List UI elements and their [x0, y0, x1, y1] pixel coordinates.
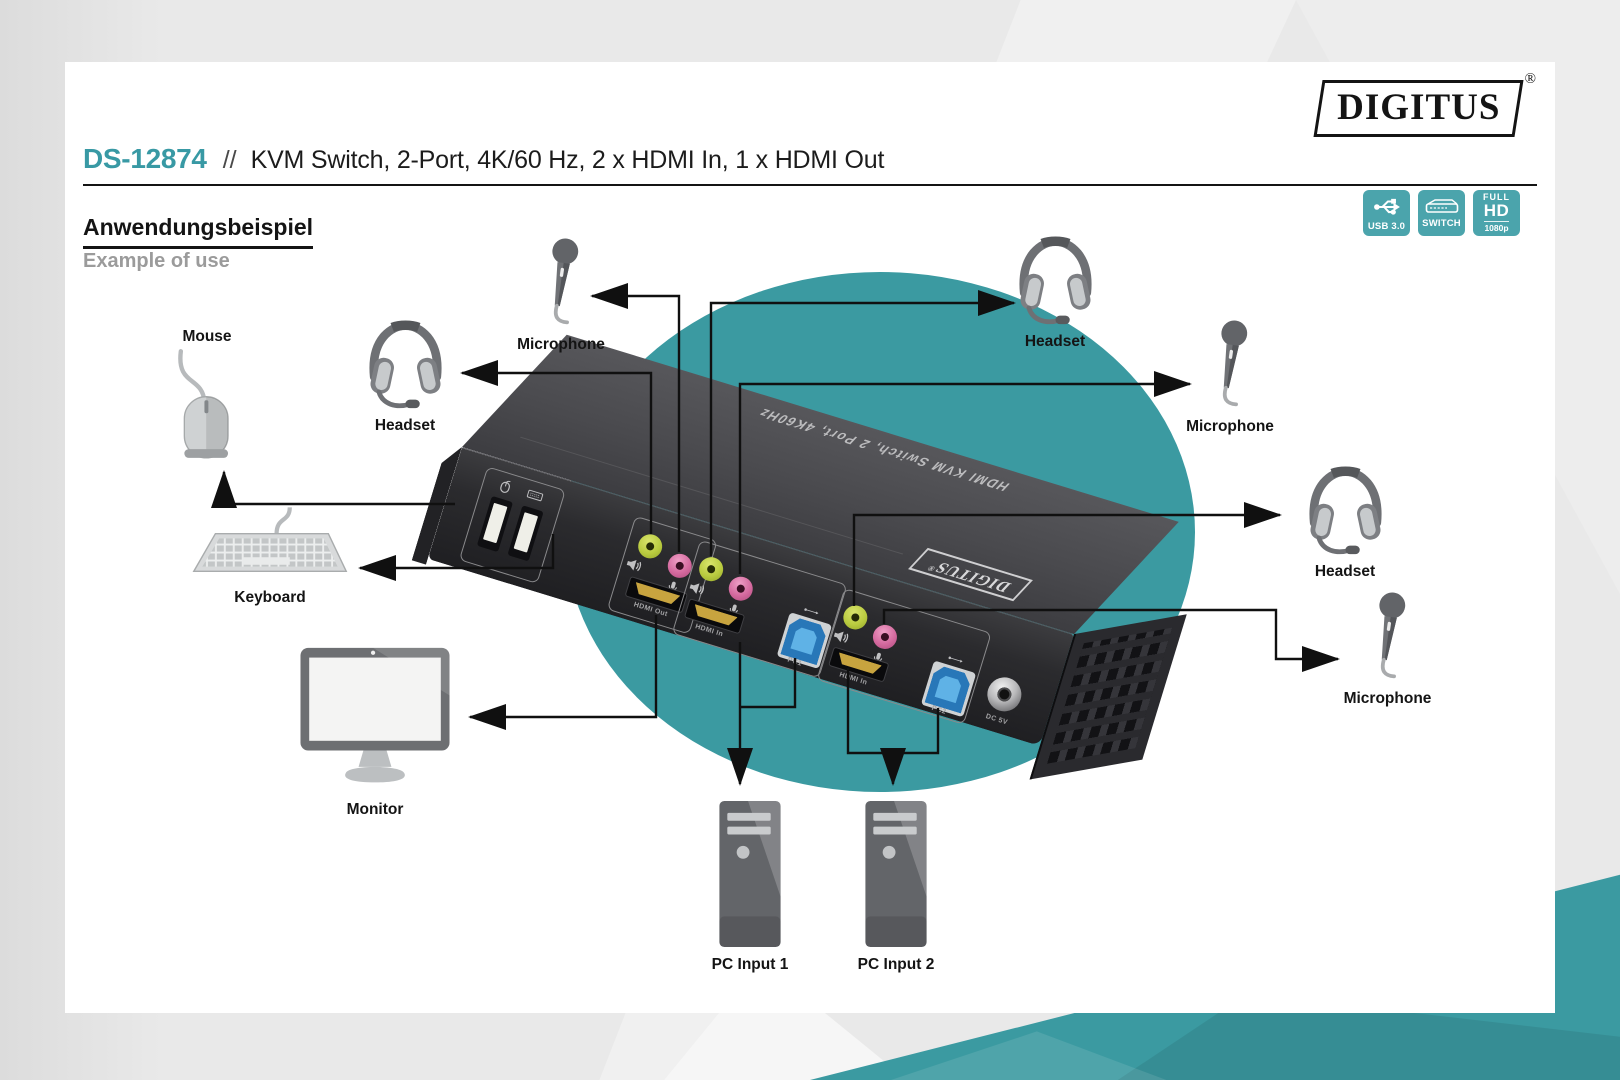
- section-heading-de: Anwendungsbeispiel: [83, 214, 314, 249]
- pc1-ports: HDMI In PC1: [671, 539, 848, 679]
- peripheral-microphone-right: Microphone: [1175, 318, 1285, 436]
- keyboard-icon: [192, 507, 348, 573]
- usb-mini-icon: [804, 608, 819, 615]
- title-separator: //: [222, 146, 237, 174]
- headset-right-label: Headset: [1314, 563, 1376, 580]
- peripheral-headset-left: Headset: [350, 316, 460, 435]
- badge-fullhd-line3: 1080p: [1484, 221, 1509, 234]
- console-av-ports: HDMI Out: [606, 515, 718, 635]
- feature-badges: USB 3.0 SWITCH FULL HD 1080p: [1363, 190, 1520, 236]
- title-bar: DS-12874 // KVM Switch, 2-Port, 4K/60 Hz…: [83, 143, 884, 175]
- console-usb-ports: [458, 466, 566, 584]
- usb-a-port-keyboard: [507, 505, 544, 562]
- pc-tower-icon: [864, 800, 928, 948]
- audio-out-jack-pc1: [696, 554, 727, 585]
- usb-a-port-mouse: [476, 495, 514, 553]
- pc-input-2-label: PC Input 2: [857, 956, 935, 973]
- badge-fullhd: FULL HD 1080p: [1473, 190, 1520, 236]
- microphone-icon: [536, 236, 586, 332]
- keyboard-label: Keyboard: [234, 589, 306, 606]
- title-underline: [83, 184, 1537, 186]
- badge-switch: SWITCH: [1418, 190, 1465, 236]
- badge-switch-label: SWITCH: [1422, 217, 1461, 229]
- mouse-icon: [177, 349, 229, 459]
- dc-power-jack: [983, 673, 1026, 716]
- headset-icon: [358, 316, 453, 411]
- audio-out-jack-pc2: [840, 602, 871, 633]
- registered-trademark-icon: ®: [1524, 71, 1536, 87]
- speaker-mini-icon: [689, 583, 705, 595]
- badge-fullhd-line1: FULL: [1483, 192, 1510, 203]
- monitor-icon: [300, 647, 450, 783]
- peripheral-pc1: PC Input 1: [685, 800, 815, 974]
- headset-icon: [1298, 462, 1393, 557]
- speaker-mini-icon: [626, 559, 642, 572]
- peripheral-mouse: Mouse: [145, 328, 269, 464]
- monitor-label: Monitor: [346, 801, 404, 818]
- product-code: DS-12874: [83, 143, 207, 174]
- peripheral-headset-right: Headset: [1290, 462, 1400, 581]
- mouse-label: Mouse: [182, 328, 232, 345]
- headset-top-right-label: Headset: [1024, 333, 1086, 350]
- speaker-mini-icon: [833, 631, 849, 643]
- microphone-icon: [1205, 318, 1255, 414]
- peripheral-microphone-top: Microphone: [505, 236, 617, 354]
- badge-usb3-label: USB 3.0: [1367, 220, 1406, 232]
- badge-fullhd-line2: HD: [1483, 201, 1510, 221]
- mouse-mini-icon: [500, 480, 511, 493]
- peripheral-headset-top-right: Headset: [1000, 232, 1110, 351]
- peripheral-microphone-bottom-right: Microphone: [1330, 590, 1445, 708]
- microphone-bottom-right-label: Microphone: [1343, 690, 1432, 707]
- pc-tower-icon: [718, 800, 782, 948]
- headset-left-label: Headset: [374, 417, 436, 434]
- microphone-icon: [1363, 590, 1413, 686]
- headset-icon: [1008, 232, 1103, 327]
- peripheral-pc2: PC Input 2: [831, 800, 961, 974]
- keyboard-mini-icon: [526, 489, 544, 502]
- section-heading-en: Example of use: [83, 250, 230, 272]
- microphone-right-label: Microphone: [1186, 418, 1274, 435]
- page-title: KVM Switch, 2-Port, 4K/60 Hz, 2 x HDMI I…: [250, 146, 885, 174]
- peripheral-keyboard: Keyboard: [190, 505, 350, 607]
- mic-jack-pc1: [725, 573, 756, 604]
- kvm-switch-icon: [1425, 198, 1458, 213]
- badge-usb3: USB 3.0: [1363, 190, 1410, 236]
- audio-out-jack-console: [635, 531, 666, 562]
- usb-trident-icon: [1373, 198, 1400, 215]
- pc2-ports: HDMI In PC2: [816, 587, 992, 725]
- peripheral-monitor: Monitor: [295, 645, 455, 819]
- pc-input-1-label: PC Input 1: [711, 956, 789, 973]
- digitus-logo-text: DIGITUS: [1337, 87, 1501, 128]
- digitus-logo: DIGITUS ®: [1313, 71, 1536, 137]
- mic-jack-pc2: [869, 621, 900, 652]
- microphone-top-label: Microphone: [517, 336, 605, 353]
